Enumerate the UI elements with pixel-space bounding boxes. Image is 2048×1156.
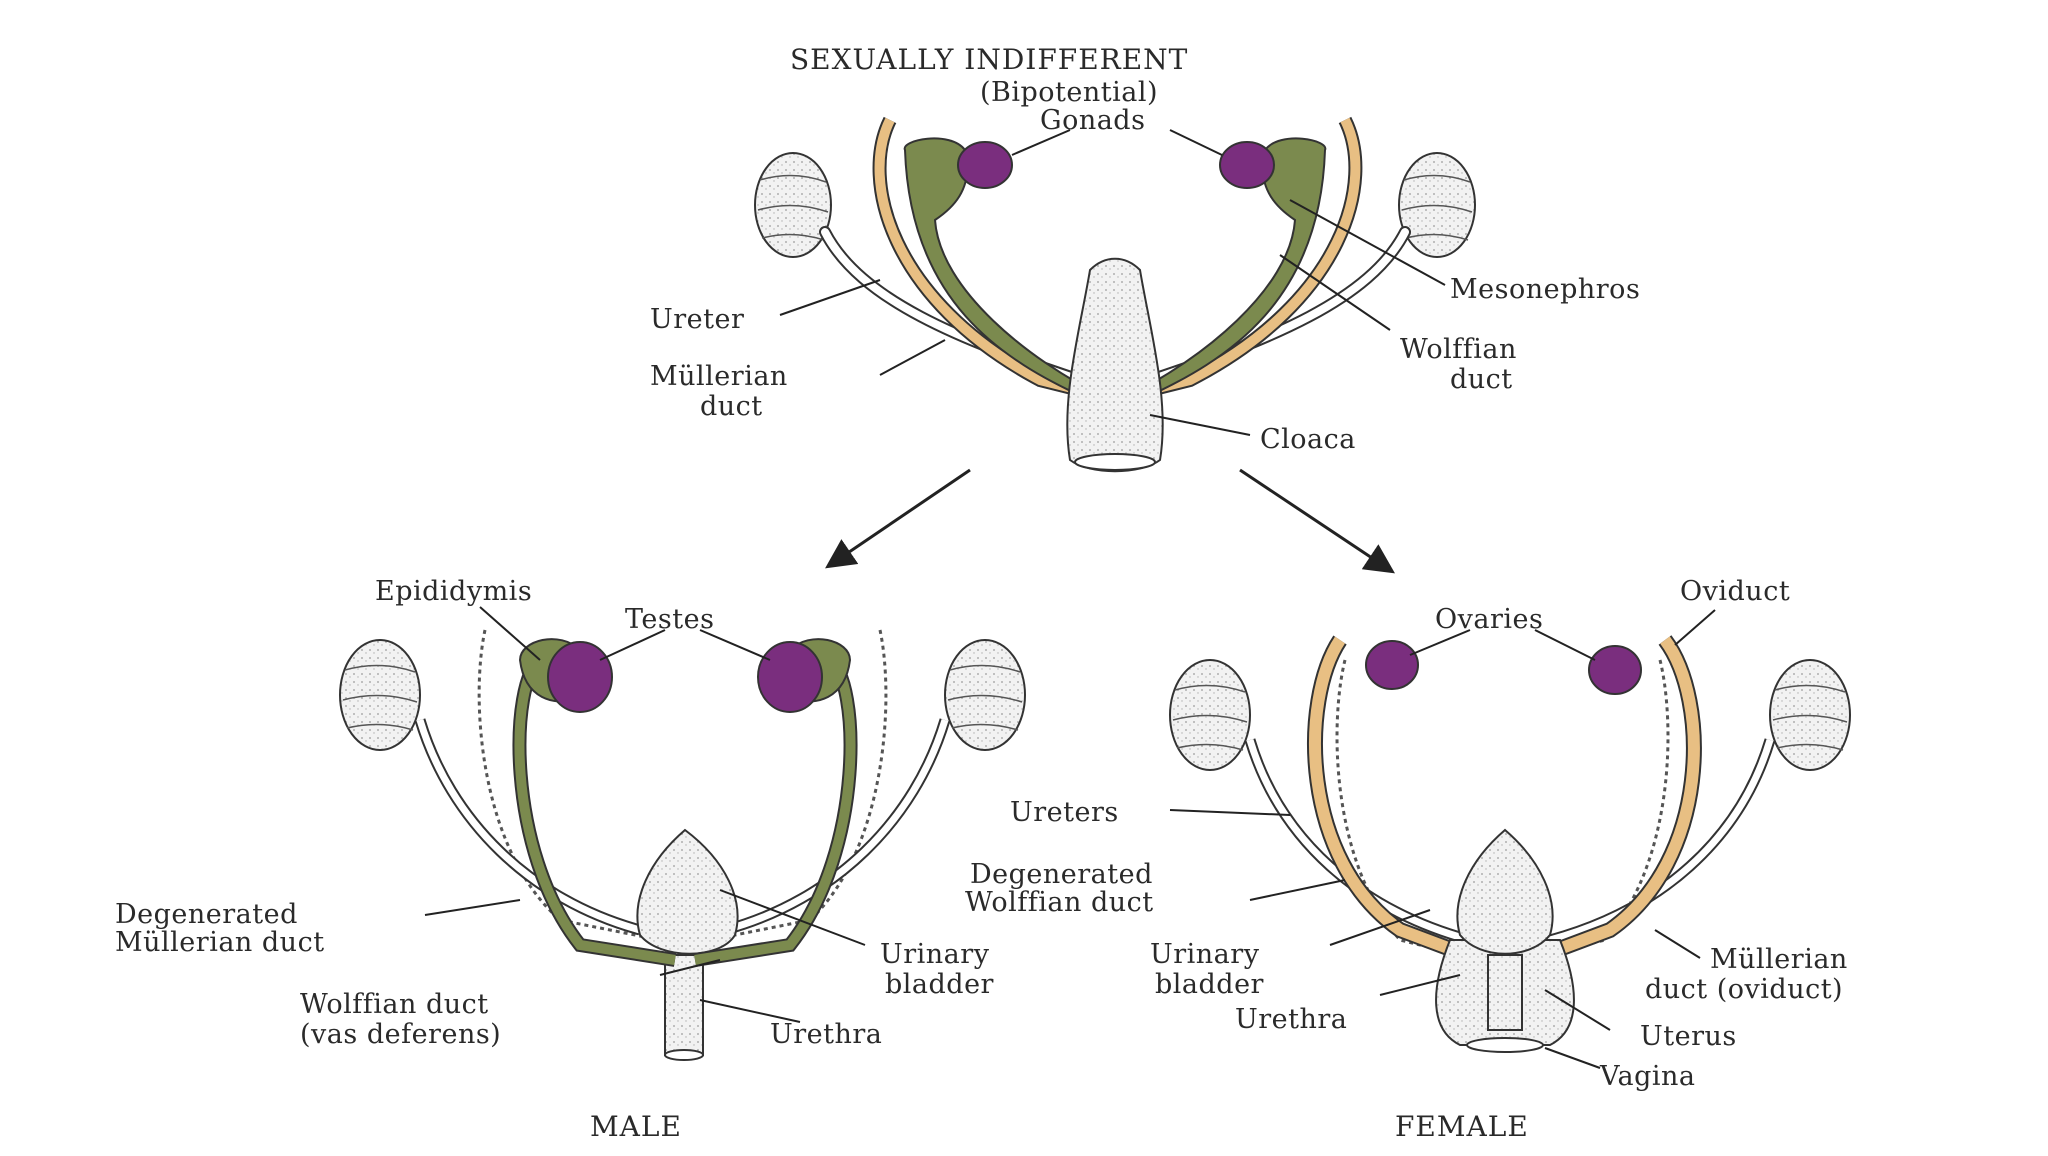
kidney-right-top [1398,152,1476,258]
label-degenerated-1: Degenerated [115,899,298,930]
arrow-to-female [1239,468,1395,574]
kidney-right-male [944,639,1026,751]
female-stage [1169,609,1851,1069]
label-ureters: Ureters [1010,797,1119,828]
kidney-right-female [1769,659,1851,771]
label-wolffian-vas-1: Wolffian duct [300,989,489,1020]
cloaca-shape [1066,257,1164,473]
testis-right [757,641,823,713]
label-uterus: Uterus [1640,1021,1737,1052]
label-degenerated-wolffian-duct: Wolffian duct [965,887,1154,918]
label-wolffian-duct-1: Wolffian [1400,334,1517,365]
title-female: FEMALE [1395,1110,1529,1143]
label-wolffian-vas-2: (vas deferens) [300,1019,502,1050]
label-urinary-female-1: Urinary [1150,939,1260,970]
label-ureter: Ureter [650,304,745,335]
ovary-left [1365,640,1419,690]
urethra-female-tube [1487,954,1523,1031]
label-wolffian-duct-2: duct [1450,364,1513,395]
title-sexually-indifferent: SEXUALLY INDIFFERENT [790,43,1189,76]
male-stage [339,606,1026,1061]
label-cloaca: Cloaca [1260,424,1356,455]
testis-left [547,641,613,713]
title-male: MALE [590,1110,682,1143]
urinary-bladder-male [636,828,739,955]
label-bipotential: (Bipotential) [980,77,1159,108]
label-mesonephros: Mesonephros [1450,274,1641,305]
urinary-bladder-female [1456,828,1554,955]
label-degenerated-mullerian-duct: Müllerian duct [115,927,325,958]
label-mullerian-duct-1: Müllerian [650,361,788,392]
label-urinary-male-2: bladder [885,969,994,1000]
indifferent-stage [754,116,1476,473]
kidney-left-male [339,639,421,751]
kidney-left-top [754,152,832,258]
label-urethra-female: Urethra [1235,1004,1348,1035]
label-vagina: Vagina [1600,1061,1696,1092]
label-mullerian-oviduct-1: Müllerian [1710,944,1848,975]
label-urethra-male: Urethra [770,1019,883,1050]
label-oviduct: Oviduct [1680,576,1791,607]
ovary-right [1588,645,1642,695]
label-urinary-female-2: bladder [1155,969,1264,1000]
label-gonads: Gonads [1040,105,1146,136]
gonad-left [957,141,1013,189]
arrow-to-male [825,468,971,569]
label-epididymis: Epididymis [375,576,533,607]
label-testes: Testes [625,604,715,635]
label-mullerian-duct-2: duct [700,391,763,422]
label-ovaries: Ovaries [1435,604,1544,635]
kidney-left-female [1169,659,1251,771]
label-mullerian-oviduct-2: duct (oviduct) [1645,974,1844,1005]
label-degenerated-2: Degenerated [970,859,1153,890]
label-urinary-male-1: Urinary [880,939,990,970]
gonad-right [1219,141,1275,189]
